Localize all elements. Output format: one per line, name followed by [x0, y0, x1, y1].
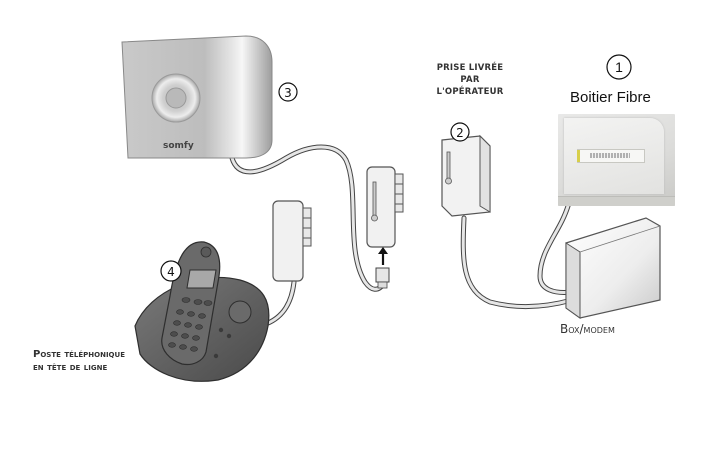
somfy-logo: somfy	[163, 141, 194, 151]
phone-label-line-1: Poste téléphonique	[33, 349, 125, 360]
filter-plug-left	[272, 200, 312, 282]
tag-stripe	[577, 150, 580, 162]
cordless-phone	[134, 241, 270, 382]
arrow-up-icon	[378, 247, 388, 265]
adapter-plug-middle	[366, 166, 404, 248]
prise-line-1: PRISE LIVRÉE	[436, 63, 504, 73]
rj11-connector	[375, 267, 390, 289]
marker-4: 4	[160, 260, 182, 282]
svg-text:2: 2	[456, 126, 464, 140]
box-modem	[565, 217, 661, 319]
fibre-box-title: Boitier Fibre	[570, 89, 651, 106]
prise-line-2: PAR	[460, 75, 480, 85]
svg-text:4: 4	[167, 265, 175, 279]
operator-socket-label: PRISE LIVRÉE PAR L'OPÉRATEUR	[420, 62, 520, 98]
fibre-box-serial-tag	[577, 149, 645, 163]
somfy-device: somfy	[121, 35, 273, 159]
operator-socket	[441, 134, 491, 217]
fibre-box-base	[558, 196, 675, 206]
tag-text-blur	[590, 153, 630, 158]
fibre-box-photo	[558, 114, 675, 206]
prise-line-3: L'OPÉRATEUR	[436, 87, 504, 97]
phone-label-line-2: en tête de ligne	[33, 362, 108, 373]
svg-text:3: 3	[284, 86, 292, 100]
svg-text:1: 1	[615, 59, 623, 75]
marker-1: 1	[606, 54, 632, 80]
box-modem-label: Box/modem	[560, 322, 615, 336]
marker-3: 3	[278, 82, 298, 102]
marker-2: 2	[450, 122, 470, 142]
phone-label: Poste téléphonique en tête de ligne	[33, 348, 125, 374]
